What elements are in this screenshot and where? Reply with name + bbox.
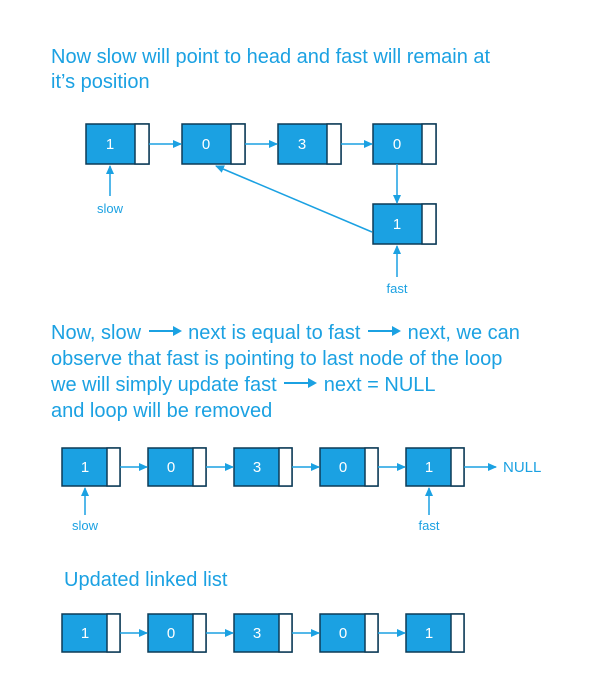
null-label: NULL [503, 459, 541, 476]
list-node: 0 [181, 123, 246, 165]
explanation-next-fast: next is equal to fast [188, 322, 361, 344]
list-node: 3 [233, 613, 293, 653]
node-value: 1 [393, 216, 401, 233]
node-value: 1 [106, 136, 114, 153]
explanation-next-we-can: next, we can [407, 322, 520, 344]
arrow-icon [147, 318, 183, 344]
explanation-line-4: and loop will be removed [51, 400, 273, 422]
arrow-icon [366, 318, 402, 344]
explanation-update-fast: we will simply update fast [51, 374, 277, 396]
list-node: 0 [147, 447, 207, 487]
diagram-updated-list: 1 0 3 0 1 [61, 613, 465, 653]
list-node: 1 [372, 203, 437, 245]
node-value: 0 [393, 136, 401, 153]
list-node: 0 [372, 123, 437, 165]
node-value: 3 [253, 625, 261, 642]
node-value: 1 [81, 625, 89, 642]
list-node: 0 [147, 613, 207, 653]
updated-list-heading: Updated linked list [64, 569, 228, 591]
node-value: 3 [253, 459, 261, 476]
list-node: 3 [233, 447, 293, 487]
node-value: 0 [167, 625, 175, 642]
node-value: 0 [167, 459, 175, 476]
list-node: 1 [61, 447, 121, 487]
list-node: 1 [61, 613, 121, 653]
node-value: 3 [298, 136, 306, 153]
slow-label: slow [72, 518, 99, 533]
loop-arrow [215, 165, 373, 233]
list-node: 3 [277, 123, 342, 165]
explanation-line-1: Now, slow next is equal to fast next, we… [51, 320, 520, 346]
node-value: 0 [339, 625, 347, 642]
list-node: 0 [319, 447, 379, 487]
explanation-next-null: next = NULL [323, 374, 436, 396]
list-node: 1 [85, 123, 150, 165]
explanation-line-3: we will simply update fast next = NULL [51, 372, 436, 398]
node-value: 1 [81, 459, 89, 476]
arrow-icon [282, 370, 318, 396]
node-value: 0 [339, 459, 347, 476]
explanation-slow: Now, slow [51, 322, 142, 344]
fast-label: fast [419, 518, 440, 533]
heading-line-2: it’s position [51, 71, 150, 93]
diagram-loop: 1 0 3 0 1 s [85, 123, 437, 296]
list-node: 0 [319, 613, 379, 653]
node-value: 0 [202, 136, 210, 153]
node-value: 1 [425, 459, 433, 476]
diagram-before-removal: 1 0 3 0 1 NULL slow fast [61, 447, 541, 533]
node-value: 1 [425, 625, 433, 642]
explanation-line-2: observe that fast is pointing to last no… [51, 348, 503, 370]
fast-label: fast [387, 281, 408, 296]
slow-label: slow [97, 201, 124, 216]
heading-line-1: Now slow will point to head and fast wil… [51, 46, 491, 68]
list-node: 1 [405, 447, 465, 487]
list-node: 1 [405, 613, 465, 653]
